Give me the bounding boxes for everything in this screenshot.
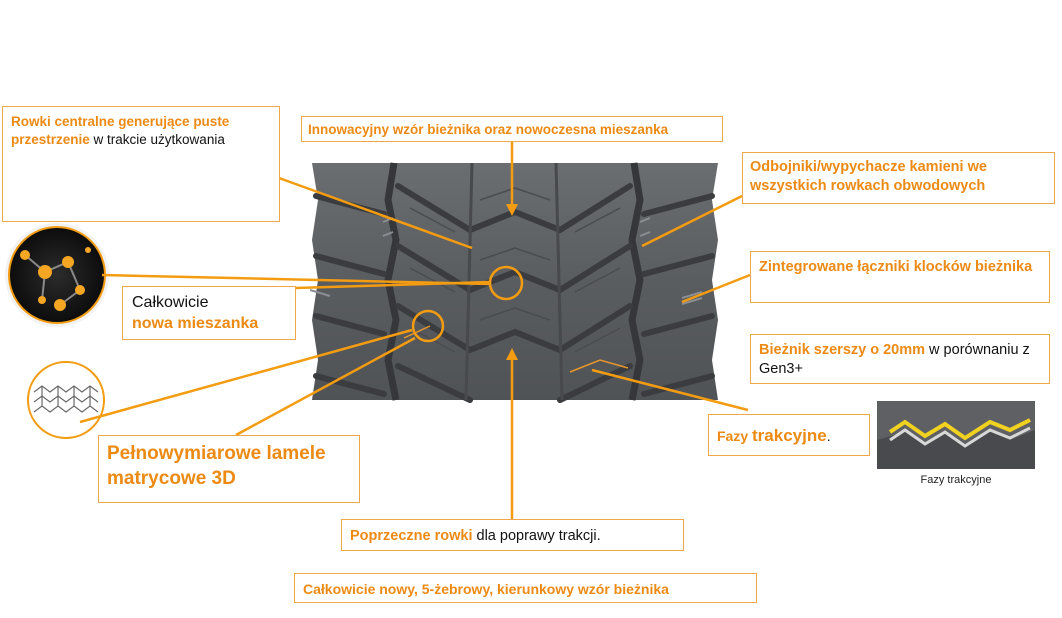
- center-grooves-highlight: Rowki centralne generujące puste przestr…: [11, 114, 230, 147]
- new-compound-line2: nowa mieszanka: [132, 314, 259, 332]
- sipes-text: Pełnowymiarowe lamele matrycowe 3D: [107, 443, 326, 489]
- transverse-grooves-highlight: Poprzeczne rowki: [350, 528, 473, 544]
- traction-edges-highlight2: trakcyjne: [752, 426, 827, 445]
- callout-lines: [79, 142, 751, 520]
- transverse-grooves-rest: dla poprawy trakcji.: [472, 528, 601, 544]
- traction-edges-rest: .: [826, 428, 831, 444]
- compound-molecule-image: [5, 223, 109, 327]
- new-compound-line1: Całkowicie: [132, 294, 209, 311]
- stone-ejectors-text: Odbojniki/wypychacze kamieni we wszystki…: [750, 159, 987, 194]
- callout-center-grooves: Rowki centralne generujące puste przestr…: [2, 106, 280, 222]
- callout-sipes: Pełnowymiarowe lamele matrycowe 3D: [98, 435, 360, 503]
- callout-arrowheads: [506, 204, 518, 360]
- traction-edges-highlight1: Fazy: [717, 428, 753, 444]
- center-grooves-rest: w trakcie użytkowania: [89, 131, 225, 147]
- callout-wider-tread: Bieżnik szerszy o 20mm w porównaniu z Ge…: [750, 334, 1050, 384]
- wider-tread-rest: w porównaniu z Gen3+: [759, 342, 1030, 377]
- rib-pattern-text: Całkowicie nowy, 5-żebrowy, kierunkowy w…: [303, 581, 669, 597]
- callout-innovative-pattern: Innowacyjny wzór bieżnika oraz nowoczesn…: [301, 116, 723, 142]
- callout-traction-edges: Fazy trakcyjne.: [708, 414, 870, 456]
- callout-integrated-links: Zintegrowane łączniki klocków bieżnika: [750, 251, 1050, 303]
- matrix-sipes-image: [27, 361, 105, 439]
- traction-edges-caption: Fazy trakcyjne: [920, 474, 992, 486]
- tire-tread-image: [309, 162, 718, 403]
- integrated-links-text: Zintegrowane łączniki klocków bieżnika: [759, 259, 1033, 275]
- callout-stone-ejectors: Odbojniki/wypychacze kamieni we wszystki…: [742, 152, 1055, 204]
- wider-tread-highlight: Bieżnik szerszy o 20mm: [759, 342, 926, 358]
- traction-edges-thumbnail: [877, 401, 1035, 469]
- innovative-pattern-text: Innowacyjny wzór bieżnika oraz nowoczesn…: [308, 122, 669, 137]
- callout-new-compound: Całkowicie nowa mieszanka: [122, 286, 296, 340]
- callout-transverse-grooves: Poprzeczne rowki dla poprawy trakcji.: [341, 519, 684, 551]
- callout-rib-pattern: Całkowicie nowy, 5-żebrowy, kierunkowy w…: [294, 573, 757, 603]
